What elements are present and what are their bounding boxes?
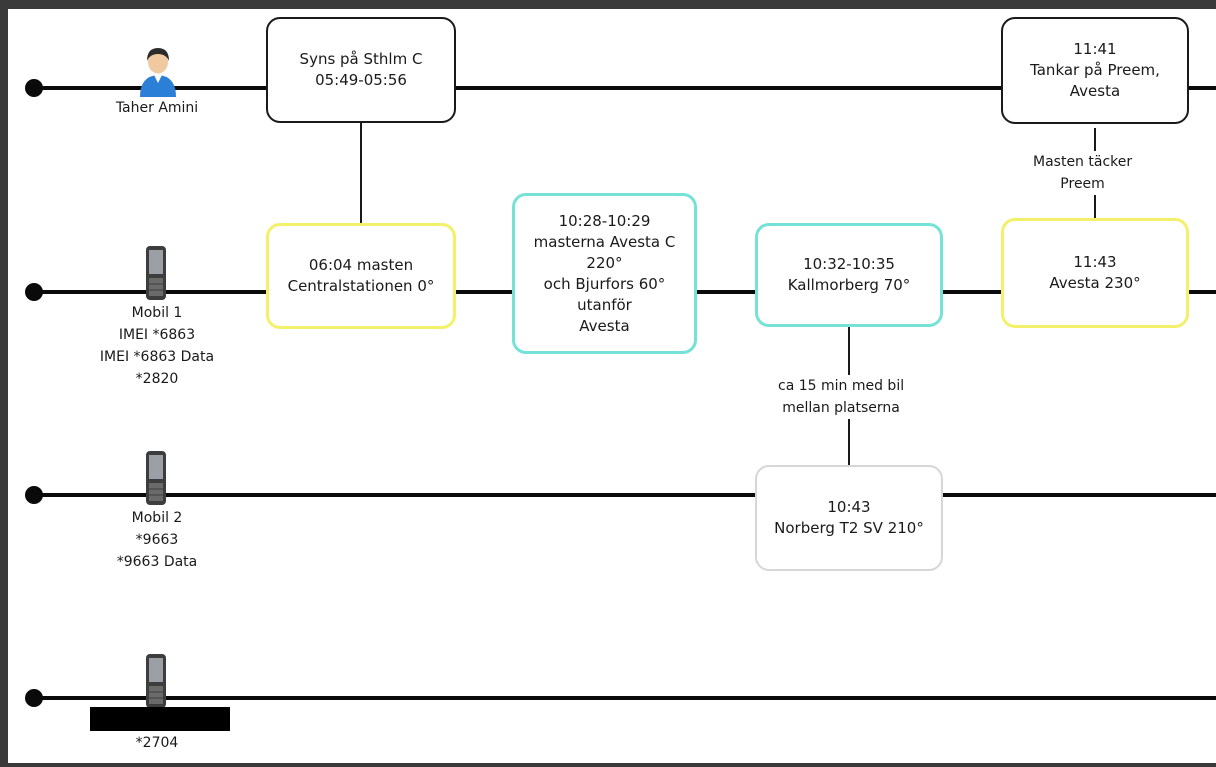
person-icon <box>140 48 176 97</box>
mobile-phone-icon <box>146 246 166 300</box>
timeline-start-dot <box>25 689 43 707</box>
timeline-mobil-2 <box>25 486 1216 504</box>
redaction-bar <box>90 707 230 731</box>
label-mobil-2: Mobil 2*9663 *9663 Data <box>116 510 198 570</box>
timeline-start-dot <box>25 79 43 97</box>
timeline-start-dot <box>25 486 43 504</box>
timeline-2704 <box>25 689 1216 707</box>
label-2704: *2704 <box>135 735 179 751</box>
mobile-phone-icon <box>146 451 166 505</box>
mobile-phone-icon <box>146 654 166 708</box>
label-taher-amini: Taher Amini <box>115 100 199 116</box>
timeline-start-dot <box>25 283 43 301</box>
timeline-taher-amini <box>25 79 1216 97</box>
connector-sthlm-to-mast <box>360 122 362 224</box>
